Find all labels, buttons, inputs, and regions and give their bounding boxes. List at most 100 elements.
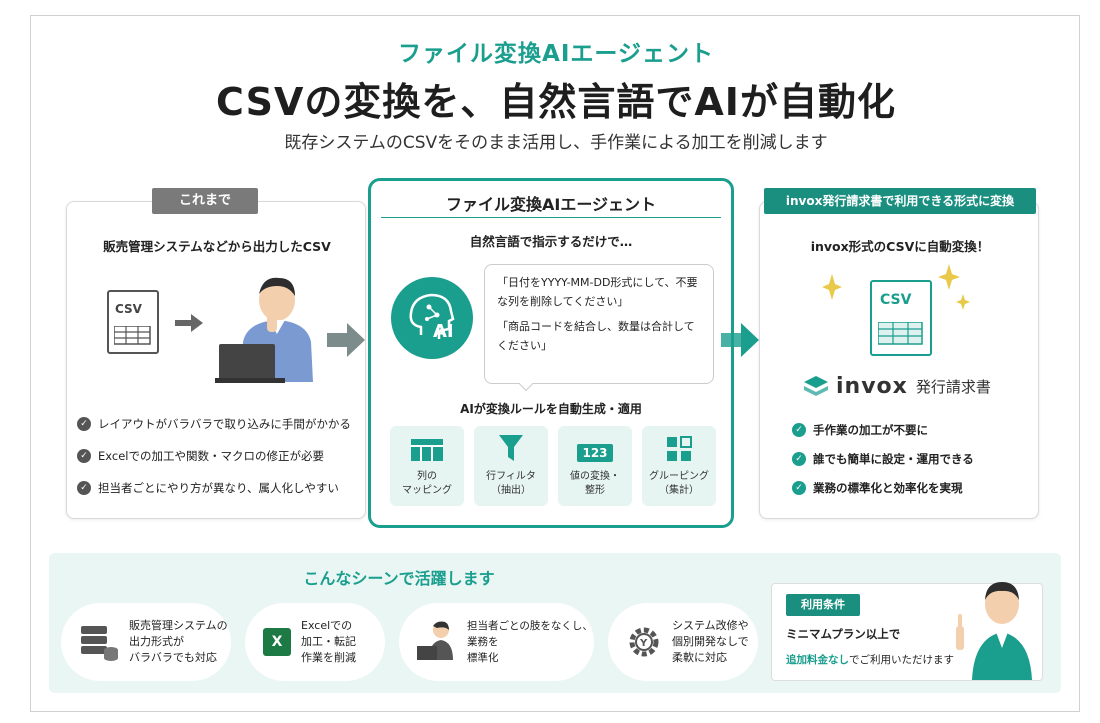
scene-card: Y システム改修や個別開発なしで柔軟に対応 [608, 603, 758, 681]
sparkle-icon [822, 274, 842, 300]
rule-heading: AIが変換ルールを自動生成・適用 [460, 402, 642, 416]
worried-worker-illustration [215, 277, 313, 383]
scene-text-line: 標準化 [467, 652, 499, 664]
ai-brain-icon: AI [391, 277, 473, 359]
feature-column-mapping: 列のマッピング [390, 426, 464, 506]
invox-logo: invox 発行請求書 [804, 374, 991, 399]
conditions-tag: 利用条件 [786, 594, 860, 616]
page-title: CSVの変換を、自然言語でAIが自動化 [216, 80, 896, 124]
list-item-text: 誰でも簡単に設定・運用できる [813, 452, 974, 466]
check-icon: ✓ [77, 449, 91, 463]
list-item: ✓ Excelでの加工や関数・マクロの修正が必要 [77, 448, 351, 464]
gear-icon: Y [629, 627, 659, 657]
scene-card: X Excelでの加工・転記作業を削減 [245, 603, 385, 681]
list-item: ✓ 手作業の加工が不要に [792, 422, 974, 438]
scene-text-line: Excelでの [301, 619, 353, 632]
sparkle-icon [956, 294, 970, 310]
feature-label-line: （集計） [659, 485, 699, 496]
column-mapping-icon [411, 439, 443, 461]
excel-icon: X [263, 628, 291, 656]
brand-name: invox [836, 374, 908, 399]
feature-label-line: （抽出） [491, 485, 531, 496]
worker-at-laptop-icon [417, 621, 453, 660]
flow-arrow-icon [327, 323, 365, 357]
scene-text-line: 柔軟に対応 [672, 651, 727, 664]
feature-label-line: 値の変換・ [570, 471, 620, 482]
page-subtitle: 既存システムのCSVをそのまま活用し、手作業による加工を削減します [284, 133, 828, 153]
scene-text-line: 加工・転記 [301, 635, 356, 648]
csv-file-label: CSV [115, 302, 142, 316]
ai-agent-heading: ファイル変換AIエージェント [445, 195, 657, 214]
list-item: ✓ 担当者ごとにやり方が異なり、属人化しやすい [77, 480, 351, 496]
list-item-text: Excelでの加工や関数・マクロの修正が必要 [98, 449, 324, 463]
list-item: ✓ レイアウトがバラバラで取り込みに手間がかかる [77, 416, 351, 432]
list-item-text: 担当者ごとにやり方が異なり、属人化しやすい [98, 481, 339, 495]
csv-file-label: CSV [880, 292, 912, 308]
filter-icon [499, 435, 523, 461]
feature-row-filter: 行フィルタ （抽出） [474, 426, 548, 506]
feature-label-line: グルーピング [649, 471, 709, 482]
after-heading: invox形式のCSVに自動変換！ [810, 239, 990, 254]
sparkle-icon [938, 264, 960, 290]
list-item: ✓ 誰でも簡単に設定・運用できる [792, 451, 974, 467]
before-tag: これまで [152, 188, 258, 214]
use-case-section: こんなシーンで活躍します 販売管理システムの出力形式がバラバラでも対応 X Ex… [49, 553, 1061, 693]
conditions-rest: でご利用いただけます [849, 654, 954, 666]
instruction-heading: 自然言語で指示するだけで… [469, 234, 633, 249]
list-item-text: 業務の標準化と効率化を実現 [813, 481, 963, 495]
csv-file-icon: CSV [107, 290, 159, 354]
check-icon: ✓ [792, 423, 806, 437]
scene-text-line: バラバラでも対応 [129, 651, 217, 664]
list-item-text: レイアウトがバラバラで取り込みに手間がかかる [98, 417, 351, 431]
number-icon: 123 [577, 444, 613, 462]
feature-value-transform: 123 値の変換・整形 [558, 426, 632, 506]
feature-label-line: マッピング [402, 485, 452, 496]
scene-card: 担当者ごとの肢をなくし、業務を標準化 [399, 603, 594, 681]
conditions-highlight: 追加料金なし [786, 654, 849, 666]
table-grid-icon [878, 322, 923, 345]
after-benefit-list: ✓ 手作業の加工が不要に ✓ 誰でも簡単に設定・運用できる ✓ 業務の標準化と効率化を… [792, 422, 974, 496]
scene-text-line: 出力形式が [129, 635, 184, 648]
brand-suffix: 発行請求書 [915, 378, 991, 396]
scene-card: 販売管理システムの出力形式がバラバラでも対応 [61, 603, 231, 681]
conditions-line-1: ミニマムプラン以上で [786, 627, 901, 641]
eyebrow-title: ファイル変換AIエージェント [398, 41, 714, 67]
list-item-text: 手作業の加工が不要に [813, 423, 928, 437]
conditions-box: 利用条件 ミニマムプラン以上で 追加料金なしでご利用いただけます [771, 582, 1043, 681]
check-icon: ✓ [77, 481, 91, 495]
before-heading: 販売管理システムなどから出力したCSV [103, 239, 331, 254]
check-icon: ✓ [77, 417, 91, 431]
after-card: invox発行請求書で利用できる形式に変換 invox形式のCSVに自動変換！ … [759, 188, 1039, 519]
table-grid-icon [114, 326, 151, 345]
feature-label-line: 列の [417, 471, 437, 482]
feature-label-line: 行フィルタ [486, 471, 536, 482]
ai-label: AI [433, 321, 454, 342]
after-tag: invox発行請求書で利用できる形式に変換 [764, 188, 1036, 214]
check-icon: ✓ [792, 452, 806, 466]
grouping-icon [667, 436, 692, 461]
use-case-title: こんなシーンで活躍します [303, 569, 495, 588]
scene-text-line: 業務を [467, 636, 499, 648]
scene-text-line: 担当者ごとの肢をなくし、 [467, 620, 593, 632]
scene-text-line: 作業を削減 [301, 651, 356, 664]
list-item: ✓ 業務の標準化と効率化を実現 [792, 480, 974, 496]
converted-csv-file-icon: CSV [870, 280, 932, 356]
feature-label-line: 整形 [585, 485, 605, 496]
conditions-line-2: 追加料金なしでご利用いただけます [786, 652, 954, 667]
instruction-example-1: 「日付をYYYY-MM-DD形式にして、不要な列を削除してください」 [497, 276, 698, 308]
svg-text:Y: Y [639, 638, 648, 649]
scene-text-line: 個別開発なしで [672, 635, 749, 648]
infographic-frame: ファイル変換AIエージェント CSVの変換を、自然言語でAIが自動化 既存システ… [30, 15, 1080, 712]
scene-text-line: 販売管理システムの [129, 619, 228, 632]
arrow-right-icon [175, 314, 203, 332]
invox-logo-mark-icon [804, 375, 828, 396]
before-problem-list: ✓ レイアウトがバラバラで取り込みに手間がかかる ✓ Excelでの加工や関数・マク… [77, 416, 351, 496]
instruction-example-2: 「商品コードを結合し、数量は合計してください」 [497, 320, 695, 352]
divider [381, 217, 721, 218]
presenter-illustration [956, 582, 1032, 680]
feature-grouping: グルーピング （集計） [642, 426, 716, 506]
before-card: これまで 販売管理システムなどから出力したCSV CSV [66, 188, 366, 519]
instruction-bubble: 「日付をYYYY-MM-DD形式にして、不要な列を削除してください」 「商品コー… [484, 264, 714, 384]
check-icon: ✓ [792, 481, 806, 495]
scene-text-line: システム改修や [672, 619, 749, 632]
